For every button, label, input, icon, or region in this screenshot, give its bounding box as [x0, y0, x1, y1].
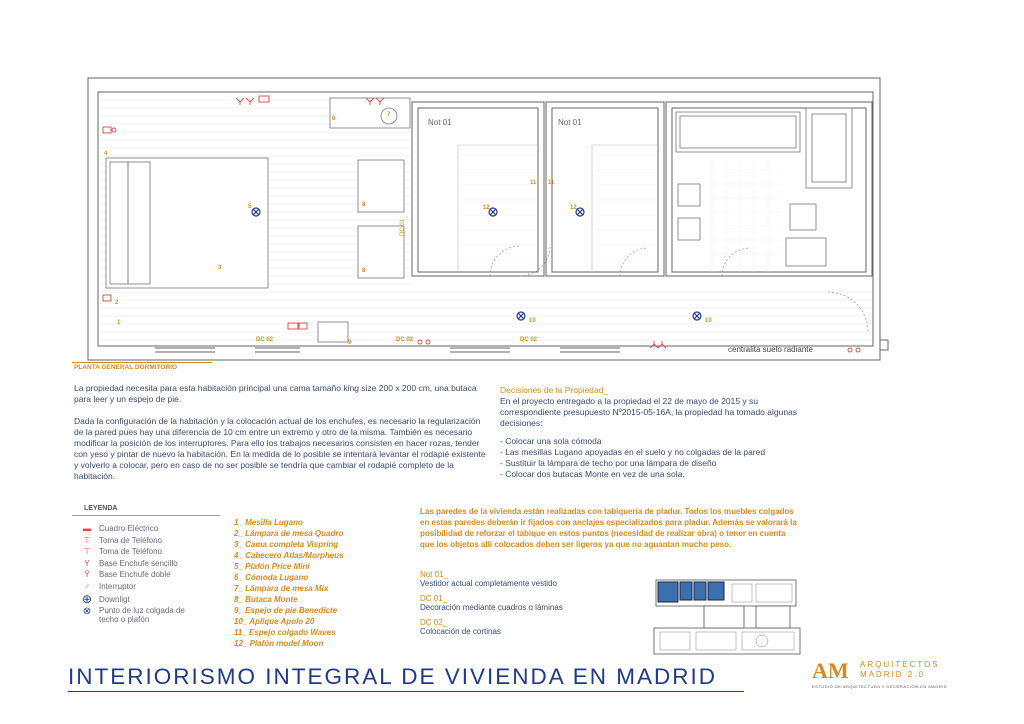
downlight-icon: ⊕ — [81, 592, 93, 606]
furniture-item: 3_ Cama completa Vispring — [234, 540, 339, 549]
logo-line-2: MADRID 2.0 — [860, 670, 925, 679]
plan-number: 11 — [530, 180, 537, 186]
logo-mark: AM — [812, 658, 849, 683]
furniture-item: 7_ Lámpara de mesa Mix — [234, 584, 329, 593]
furniture-item: 2_ Lámpara de mesa Quadro — [234, 529, 344, 538]
label-radiant-floor: centralita suelo radiante — [728, 345, 813, 354]
double-socket-icon: Ŷ — [84, 570, 90, 580]
brand-logo: AM ARQUITECTOS MADRID 2.0 ESTUDIO DE ARQ… — [812, 658, 974, 698]
logo-line-1: ARQUITECTOS — [860, 660, 940, 669]
floor-plan — [87, 77, 889, 361]
label-dc02-a: DC 02 — [256, 337, 274, 343]
single-socket-icon: Y — [84, 558, 90, 568]
legend-item: ▬Cuadro Eléctrico — [80, 523, 230, 535]
note-block: DC 02_ Colocación de cortinas — [420, 618, 640, 636]
furniture-item: 11_ Espejo colgado Waves — [234, 628, 336, 637]
switch-icon: ♂ — [84, 581, 90, 591]
plan-number: 3 — [218, 265, 222, 271]
furniture-item: 5_ Plafón Price Mini — [234, 562, 310, 571]
plan-number: 6 — [332, 116, 336, 122]
intro-paragraph-1: La propiedad necesita para esta habitaci… — [74, 383, 477, 404]
furniture-item: 12_ Plafón model Moon — [234, 639, 324, 648]
furniture-item: 1_ Mesilla Lugano — [234, 518, 303, 527]
plan-caption-text: PLANTA GENERAL DORMITORIO — [74, 364, 178, 371]
note-block: DC 01_ Decoración mediante cuadros o lám… — [420, 594, 640, 612]
furniture-list: 1_ Mesilla Lugano 2_ Lámpara de mesa Qua… — [234, 517, 404, 649]
legend-item: ⊤Toma de Teléfono — [80, 535, 230, 547]
label-dc02-c: DC 02 — [520, 337, 538, 343]
note-code: DC 01_ — [420, 594, 448, 603]
note-code: Not 01_ — [420, 570, 449, 579]
note-block: Not 01_ Vestidor actual completamente ve… — [420, 570, 640, 588]
furniture-item: 8_ Butaca Monte — [234, 595, 298, 604]
plan-number: 11 — [548, 180, 555, 186]
plan-number: 12 — [483, 205, 490, 211]
plan-number: 2 — [115, 300, 119, 306]
legend-item: ⊕Downligt — [81, 592, 130, 606]
ceiling-light-icon: ⊗ — [82, 606, 92, 617]
plan-number: 1 — [117, 320, 121, 326]
decisions-intro: En el proyecto entregado a la propiedad … — [500, 396, 798, 428]
plan-number: 9 — [348, 340, 352, 346]
plan-number: 7 — [387, 112, 391, 118]
furniture-item: 9_ Espejo de pie Benedicte — [234, 606, 338, 615]
furniture-item: 10_ Aplique Apolo 20 — [234, 617, 315, 626]
legend-item: ♂Interruptor — [80, 581, 230, 593]
decision-item: - Colocar dos butacas Monte en vez de un… — [500, 469, 685, 479]
phone-socket-icon: ⊤ — [83, 535, 91, 545]
plan-number: 10 — [529, 318, 536, 324]
footer-rule — [68, 691, 744, 692]
legend-title: LEYENDA — [84, 505, 118, 512]
pladur-warning: Las paredes de la vivienda están realiza… — [420, 507, 797, 549]
label-dc01: DC 01 — [400, 218, 406, 236]
note-text: Colocación de cortinas — [420, 627, 501, 636]
plan-number: 4 — [104, 151, 108, 157]
footer-title: INTERIORISMO INTEGRAL DE VIVIENDA EN MAD… — [68, 664, 717, 689]
logo-subtitle: ESTUDIO DE ARQUITECTURA Y DECORACIÓN EN … — [812, 684, 948, 689]
notes: Not 01_ Vestidor actual completamente ve… — [420, 570, 640, 636]
electrical-panel-icon: ▬ — [83, 524, 91, 534]
phone-socket-icon: ⊤ — [83, 547, 91, 557]
plan-number: 8 — [362, 202, 366, 208]
note-text: Decoración mediante cuadros o láminas — [420, 603, 563, 612]
decision-item: - Colocar una sola cómoda — [500, 436, 602, 446]
legend-item: ⊗Punto de luz colgada de techo o plafón — [80, 606, 230, 628]
note-text: Vestidor actual completamente vestido — [420, 579, 557, 588]
furniture-item: 6_ Cómoda Lugano — [234, 573, 309, 582]
label-not01-b: Not 01 — [558, 118, 582, 127]
decision-item: - Sustituir la lámpara de techo por una … — [500, 458, 717, 468]
plan-number: 5 — [248, 204, 252, 210]
label-dc02-b: DC 02 — [396, 337, 414, 343]
decisions-title: Decisiones de la Propiedad_ — [500, 385, 609, 395]
intro-paragraph-2: Dada la configuración de la habitación y… — [74, 416, 486, 481]
plan-caption — [72, 362, 212, 363]
label-not01-a: Not 01 — [428, 118, 452, 127]
key-plan — [653, 579, 801, 655]
legend-rule — [72, 515, 220, 516]
legend-list: ▬Cuadro Eléctrico ⊤Toma de Teléfono ⊤Tom… — [80, 523, 230, 628]
plan-number: 12 — [570, 205, 577, 211]
decision-item: - Las mesillas Lugano apoyadas en el sue… — [500, 447, 766, 457]
note-code: DC 02_ — [420, 618, 448, 627]
plan-number: 10 — [705, 318, 712, 324]
legend-item: ⊤Toma de Teléfono — [80, 546, 230, 558]
plan-number: 8 — [362, 268, 366, 274]
furniture-item: 4_ Cabecero Atlas/Morpheus — [234, 551, 344, 560]
decisions-list: - Colocar una sola cómoda - Las mesillas… — [500, 436, 820, 480]
